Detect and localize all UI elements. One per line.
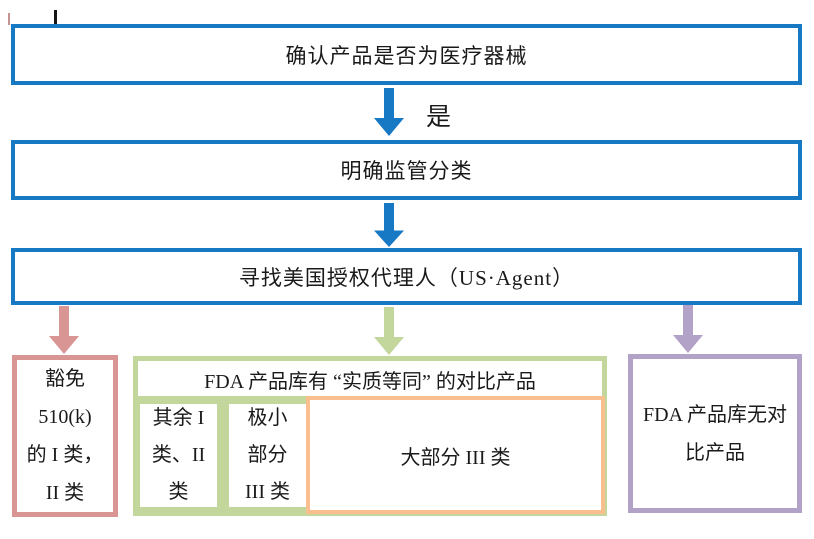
down-arrow-pink-icon — [49, 306, 79, 354]
predicate-cell-rest-line: 类 — [168, 481, 189, 503]
scan-artifact-tick — [8, 13, 10, 25]
predicate-cell-most-class3-box: 大部分 III 类 — [306, 396, 605, 514]
flow-step-confirm-device-box: 确认产品是否为医疗器械 — [11, 24, 802, 85]
down-arrow-green-icon — [374, 307, 404, 355]
predicate-cell-tiny-class3-box: 极小 部分 III 类 — [229, 404, 306, 507]
down-arrow-blue-icon — [374, 203, 404, 247]
predicate-cell-rest-line: 类、II — [151, 444, 206, 466]
outcome-exempt-line: II 类 — [45, 482, 85, 504]
scan-artifact-cursor — [54, 10, 57, 24]
outcome-no-predicate-line: 比产品 — [685, 441, 745, 464]
flow-step-confirm-device-label: 确认产品是否为医疗器械 — [285, 43, 528, 68]
predicate-cell-most-label: 大部分 III 类 — [400, 446, 511, 469]
down-arrow-purple-icon — [673, 305, 703, 353]
outcome-predicate-header: FDA 产品库有 “实质等同” 的对比产品 — [204, 370, 536, 393]
outcome-no-predicate-line: FDA 产品库无对 — [643, 403, 787, 426]
flow-step-us-agent-label: 寻找美国授权代理人（US·Agent） — [238, 265, 575, 290]
predicate-cell-rest-class12-box: 其余 I 类、II 类 — [140, 404, 217, 507]
flow-step-classification-box: 明确监管分类 — [11, 140, 802, 200]
flow-step-us-agent-box: 寻找美国授权代理人（US·Agent） — [11, 248, 802, 305]
predicate-cell-tiny-line: 部分 — [247, 444, 288, 466]
down-arrow-blue-icon — [374, 88, 404, 136]
flow-step-classification-label: 明确监管分类 — [340, 159, 473, 183]
yes-label: 是 — [426, 104, 452, 131]
outcome-exempt-line: 510(k) — [38, 406, 92, 428]
predicate-cell-tiny-line: 极小 — [247, 407, 288, 429]
predicate-cell-rest-line: 其余 I — [152, 407, 205, 429]
outcome-exempt-line: 的 I 类， — [26, 444, 104, 466]
predicate-cell-tiny-line: III 类 — [245, 481, 290, 503]
outcome-exempt-510k-box: 豁免 510(k) 的 I 类， II 类 — [12, 355, 118, 517]
outcome-no-predicate-box: FDA 产品库无对 比产品 — [628, 354, 802, 513]
outcome-exempt-line: 豁免 — [45, 368, 85, 390]
